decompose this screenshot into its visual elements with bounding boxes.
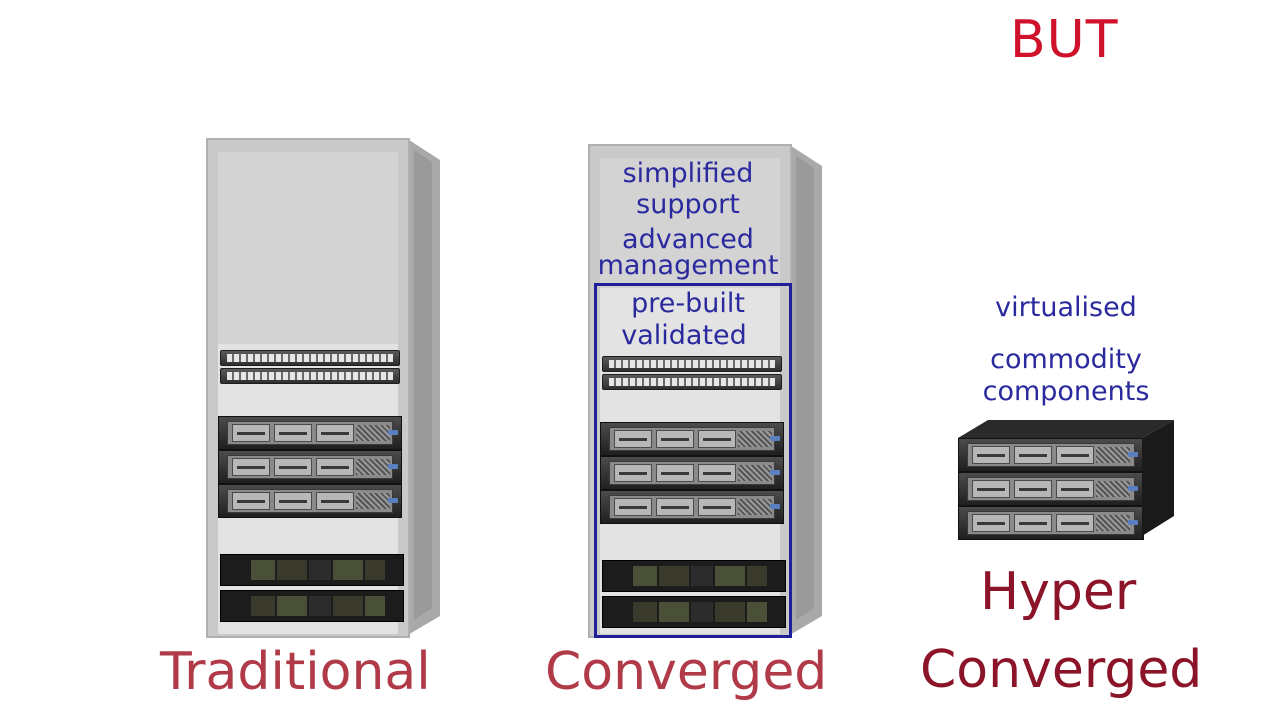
pre-built-highlight-frame [594, 283, 792, 638]
note-support: support [636, 189, 740, 220]
network-switch [602, 356, 782, 372]
network-switch [220, 368, 400, 384]
network-switch [220, 350, 400, 366]
note-simplified: simplified [622, 158, 754, 189]
server-stack [958, 420, 1174, 540]
note-validated: validated [621, 320, 747, 351]
note-commodity: commodity [990, 344, 1142, 375]
note-components: components [982, 376, 1150, 407]
storage-enclosure [220, 554, 404, 586]
hyper-label-line1: Hyper [980, 562, 1137, 622]
rack-front [206, 138, 410, 638]
note-management: management [597, 250, 779, 281]
rack-side-panel [788, 144, 822, 636]
server-stack-side [1142, 420, 1174, 536]
server-unit [218, 450, 402, 484]
storage-enclosure [220, 590, 404, 622]
server-unit [958, 438, 1144, 472]
server-unit [600, 422, 784, 456]
rack-front [588, 144, 792, 638]
network-switch [602, 374, 782, 390]
server-unit [600, 456, 784, 490]
note-pre-built: pre-built [631, 288, 745, 319]
traditional-rack [206, 138, 442, 638]
hyper-label-line2: Converged [920, 640, 1203, 700]
converged-rack [588, 144, 824, 638]
storage-enclosure [602, 560, 786, 592]
note-virtualised: virtualised [995, 292, 1137, 323]
server-stack-top [958, 420, 1174, 438]
storage-enclosure [602, 596, 786, 628]
server-unit [958, 506, 1144, 540]
headline: BUT [1010, 10, 1119, 70]
converged-label: Converged [545, 642, 828, 702]
rack-side-panel [406, 138, 440, 636]
note-advanced: advanced [622, 224, 754, 255]
server-unit [218, 416, 402, 450]
server-unit [600, 490, 784, 524]
server-unit [958, 472, 1144, 506]
server-unit [218, 484, 402, 518]
traditional-label: Traditional [160, 642, 431, 702]
